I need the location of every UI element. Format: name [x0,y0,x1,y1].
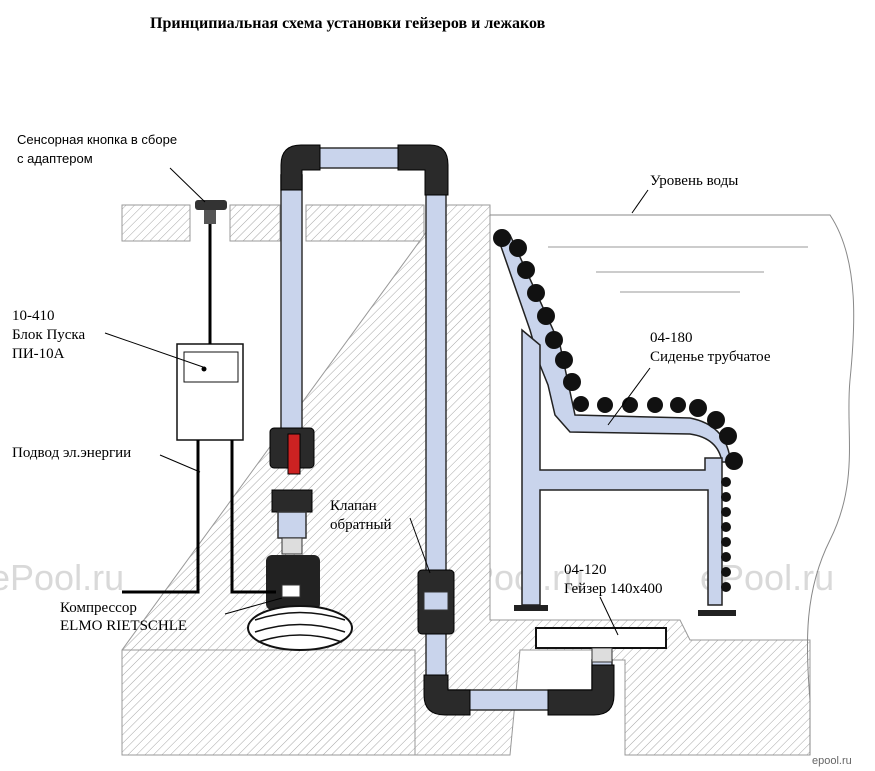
seat-tubes [493,229,743,592]
seat-tube-14 [689,399,707,417]
leader-power [159,454,201,473]
geyser-nozzle [591,647,613,663]
deck-mid [229,204,281,242]
deck-left [121,204,191,242]
seat-tube-17 [725,452,743,470]
seat-tube-13 [670,397,686,413]
deck-right [305,204,425,242]
elbow-top-left [280,144,321,191]
label-seat-code: 04-180 [650,330,693,346]
geyser-plate [535,627,667,649]
leader-unit [104,332,204,368]
label-sensor-line1: Сенсорная кнопка в сборе [17,132,177,147]
sensor-button [195,200,227,224]
label-compressor-line2: ELMO RIETSCHLE [60,618,187,634]
label-unit-model: ПИ-10А [12,346,65,362]
start-unit-indicator [201,366,207,372]
seat-tube-23 [721,552,731,562]
compressor-motor [266,555,320,610]
leader-geyser [599,596,619,636]
seat-tube-12 [647,397,663,413]
sensor-button-cap [195,200,227,210]
water-surface [548,246,808,293]
label-unit-name: Блок Пуска [12,327,85,343]
pipe-right-vertical [425,179,447,576]
bench-foot-right [698,610,736,616]
label-unit-code: 10-410 [12,308,55,324]
start-unit-display [183,351,239,383]
seat-tube-16 [719,427,737,445]
compressor-housing [247,605,353,651]
label-geyser-name: Гейзер 140х400 [564,581,663,597]
leader-lines [104,167,651,636]
label-geyser-code: 04-120 [564,562,607,578]
sensor-button-stem [204,210,216,224]
seat-tube-22 [721,537,731,547]
seat-tube-24 [721,567,731,577]
wiring [122,224,276,594]
leader-water [631,189,649,214]
seat-tube-25 [721,582,731,592]
threaded-adapter [281,537,303,555]
seat-tube-20 [721,507,731,517]
label-seat-name: Сиденье трубчатое [650,349,771,365]
watermark-corner: epool.ru [812,755,852,767]
elbow-top-right [397,144,449,196]
seat-tube-21 [721,522,731,532]
seat-tube-11 [622,397,638,413]
compressor-port [281,584,301,598]
label-sensor-line2: с адаптером [17,151,93,166]
seat-tube-5 [537,307,555,325]
geyser [535,627,667,663]
leader-seat [607,367,651,426]
seat-tube-2 [509,239,527,257]
leader-compressor [224,597,283,615]
labels: Сенсорная кнопка в сборе с адаптером 10-… [12,132,771,634]
seat-tube-9 [573,396,589,412]
seat-tube-4 [527,284,545,302]
start-unit [176,343,244,441]
pipe-left-vertical [280,174,303,436]
ball-valve-handle [287,433,301,475]
seat-tube-10 [597,397,613,413]
seat-tube-15 [707,411,725,429]
floor-slab [121,649,416,756]
label-power: Подвод эл.энергии [12,445,131,461]
seat-tube-8 [563,373,581,391]
leader-sensor [169,167,206,203]
elbow-bottom-left [423,674,471,716]
union-fitting [271,489,313,513]
wire-power-supply [122,440,200,594]
seat-tube-6 [545,331,563,349]
check-valve-window [423,591,449,611]
leader-valve [409,517,431,574]
elbow-bottom-right [547,664,615,716]
label-compressor-line1: Компрессор [60,600,137,616]
air-pipe [269,144,615,716]
seat-tube-3 [517,261,535,279]
diagram-title: Принципиальная схема установки гейзеров … [150,15,546,32]
seat-tube-7 [555,351,573,369]
seat-tube-1 [493,229,511,247]
seat-tube-18 [721,477,731,487]
pipe-short [277,511,307,539]
pool-outline [490,214,855,755]
compressor [247,555,353,651]
label-water-level: Уровень воды [650,173,738,189]
label-valve-line1: Клапан [330,498,377,514]
bench-foot-left [514,605,548,611]
watermark-1: ePool.ru [0,557,124,598]
seat-tube-19 [721,492,731,502]
label-valve-line2: обратный [330,517,392,533]
wire-unit-to-compressor [230,440,276,594]
compressor-fins [254,611,346,643]
